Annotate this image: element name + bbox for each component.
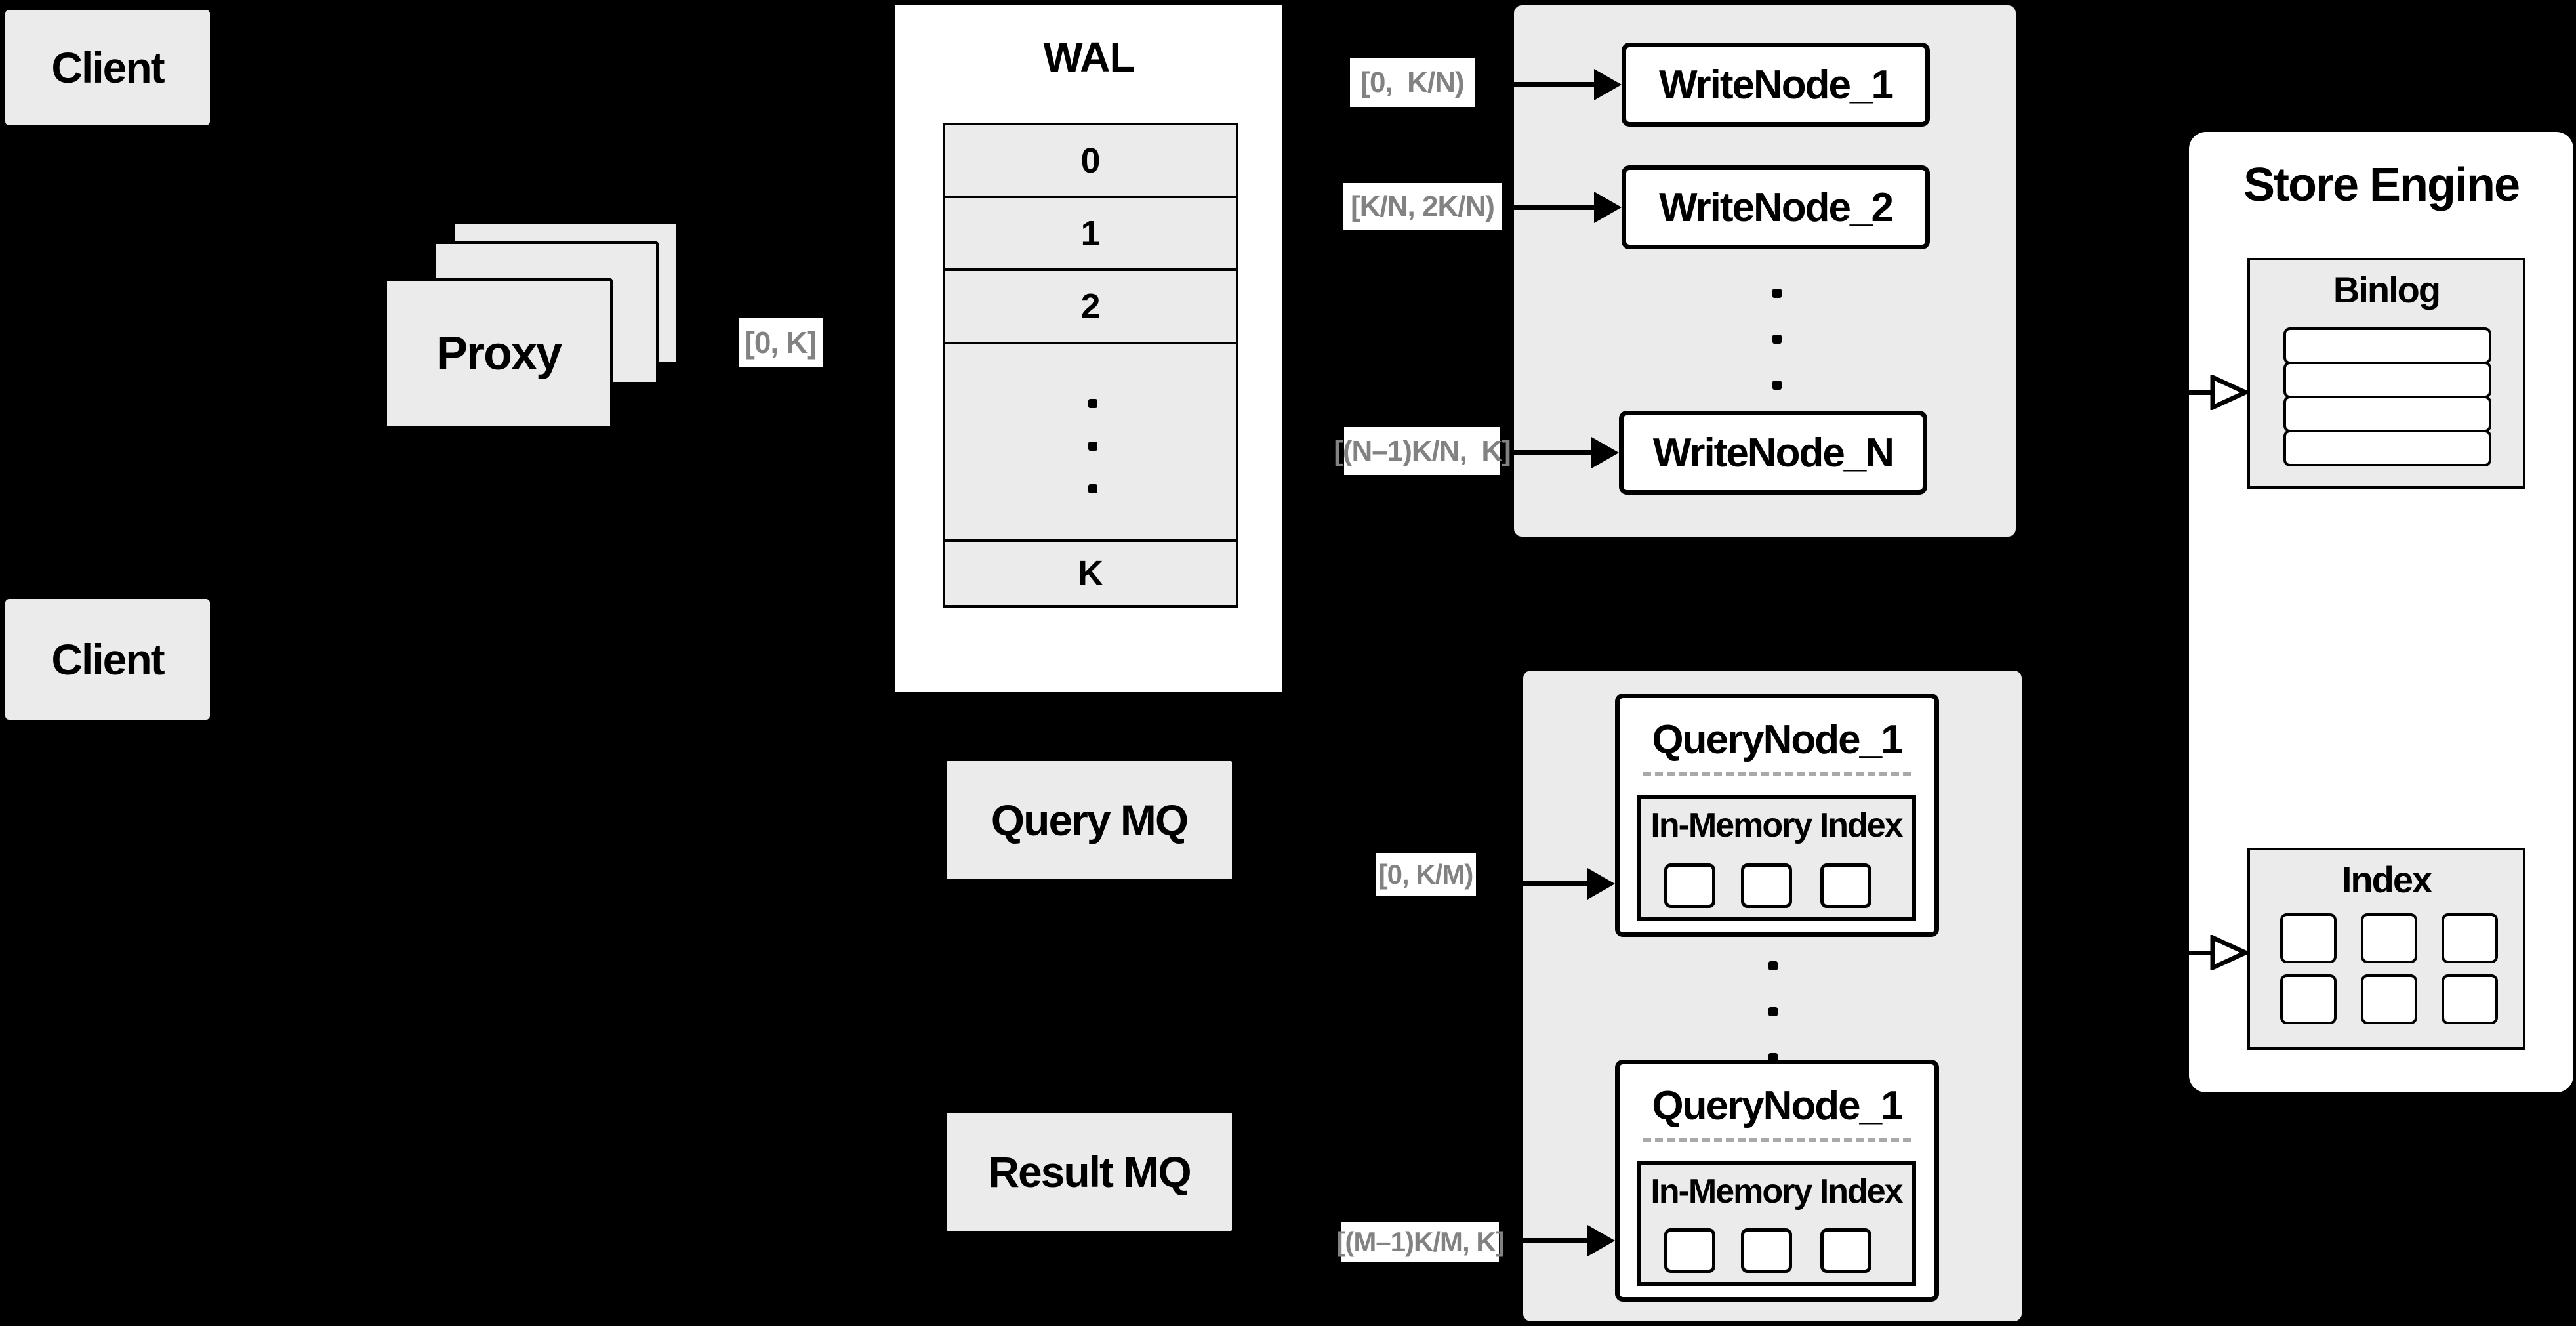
index-cell [2361,974,2417,1024]
write-node-n: WriteNode_N [1619,411,1927,495]
wal-segment-0: 0 [943,123,1238,198]
in-memory-index-title: In-Memory Index [1650,806,1903,844]
query-mq-node: Query MQ [947,761,1232,879]
result-mq-node: Result MQ [947,1113,1232,1231]
range-label-proxy-to-wal: [0, K] [739,318,823,367]
binlog-row [2283,362,2491,398]
wal-segment-1: 1 [943,196,1238,271]
arrowhead [1594,192,1622,223]
index-box: Index [2247,848,2525,1050]
index-title: Index [2341,859,2432,900]
store-engine-title: Store Engine [2243,159,2520,211]
proxy-node: Proxy [384,278,613,429]
write-node-1: WriteNode_1 [1622,43,1930,127]
ellipsis-dot [1088,399,1097,408]
index-cell [2361,913,2417,963]
arrowhead-hollow [2210,375,2249,410]
index-chunk [1820,863,1871,908]
binlog-rows [2283,327,2491,466]
ellipsis-dot [1772,335,1782,344]
range-label-query-node-bottom: [(M–1)K/M, K] [1336,1222,1505,1262]
index-chunk [1741,1228,1792,1273]
arrowhead-hollow [2210,935,2249,970]
arrowhead [1587,1225,1615,1256]
dashed-divider [1643,1138,1911,1142]
arrow-to-write-node-n [1514,450,1594,455]
query-node-group-panel: QueryNode_1 In-Memory Index QueryNode_1 … [1523,671,2022,1321]
store-engine-node: Store Engine Binlog Index [2189,132,2573,1092]
query-node-bottom: QueryNode_1 In-Memory Index [1615,1060,1939,1302]
index-chunk [1664,1228,1715,1273]
arrow-to-index [2189,951,2217,955]
arrow-to-query-node-top [1523,881,1590,886]
index-cell [2442,913,2498,963]
query-node-title: QueryNode_1 [1652,1083,1903,1129]
wal-node: WAL 0 1 2 K [895,5,1282,692]
index-cell [2280,974,2337,1024]
client-node-top: Client [5,10,210,125]
query-node-top: QueryNode_1 In-Memory Index [1615,694,1939,937]
arrow-to-binlog [2189,390,2217,395]
binlog-row [2283,327,2491,364]
binlog-row [2283,430,2491,466]
ellipsis-dot [1768,961,1778,970]
arrowhead [1587,868,1615,900]
in-memory-index-box: In-Memory Index [1637,795,1916,921]
index-chunk [1664,863,1715,908]
client-node-bottom: Client [5,599,210,720]
wal-segment-2: 2 [943,268,1238,344]
arrowhead [1594,69,1622,100]
wal-segment-table: 0 1 2 K [943,123,1238,608]
range-label-write-node-1: [0, K/N) [1350,58,1475,107]
ellipsis-dot [1772,289,1782,298]
range-label-write-node-2: [K/N, 2K/N) [1343,183,1502,230]
index-cell [2442,974,2498,1024]
query-node-title: QueryNode_1 [1652,717,1903,762]
arrow-to-write-node-2 [1514,205,1597,210]
wal-title: WAL [1043,33,1135,81]
index-chunk [1741,863,1792,908]
wal-segment-ellipsis [943,342,1238,542]
index-cell [2280,913,2337,963]
range-label-query-node-top: [0, K/M) [1376,853,1476,896]
ellipsis-dot [1772,381,1782,390]
binlog-box: Binlog [2247,258,2525,489]
ellipsis-dot [1768,1007,1778,1016]
index-chunk [1820,1228,1871,1273]
write-node-2: WriteNode_2 [1622,165,1930,249]
binlog-row [2283,396,2491,432]
write-node-group-panel: WriteNode_1 WriteNode_2 WriteNode_N [1514,5,2016,537]
wal-segment-k: K [943,539,1238,608]
dashed-divider [1643,772,1911,776]
arrow-to-write-node-1 [1514,82,1597,87]
in-memory-index-title: In-Memory Index [1650,1172,1903,1211]
in-memory-index-box: In-Memory Index [1637,1161,1916,1286]
binlog-title: Binlog [2333,269,2441,310]
arrowhead [1591,437,1619,468]
ellipsis-dot [1088,484,1097,493]
arrow-to-query-node-bottom [1523,1238,1590,1243]
ellipsis-dot [1088,442,1097,451]
range-label-write-node-n: [(N–1)K/N, K] [1334,427,1511,475]
